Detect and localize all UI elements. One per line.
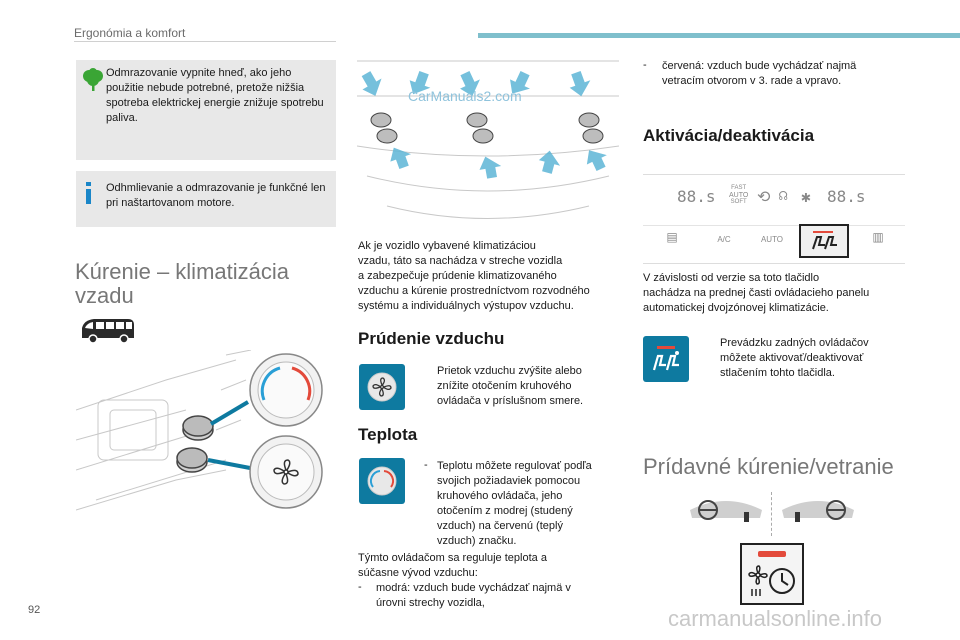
additional-heating-button[interactable] xyxy=(740,543,804,605)
watermark-inline: CarManuals2.com xyxy=(408,88,522,104)
activation-text: V závislosti od verzie sa toto tlačidlo … xyxy=(643,272,870,314)
front-defrost-button[interactable]: ▤ xyxy=(666,230,678,244)
eco-tree-icon xyxy=(83,68,103,91)
temperature-knob-icon xyxy=(367,466,397,496)
temperature-text: Teplotu môžete regulovať podľa svojich p… xyxy=(437,460,592,547)
fan-icon xyxy=(273,459,299,485)
section-header: Ergonómia a komfort xyxy=(74,26,186,40)
red-dash: - xyxy=(643,59,647,71)
recirculation-icon: ⟲ xyxy=(757,187,771,206)
van-icon xyxy=(82,319,134,344)
page-number: 92 xyxy=(28,604,41,616)
eco-note-text: Odmrazovanie vypnite hneď, ako jeho použ… xyxy=(106,67,324,124)
rear-heating-title: Kúrenie – klimatizácia vzadu xyxy=(75,259,289,308)
fan-knob-icon xyxy=(367,372,397,402)
heater-timer-icon xyxy=(748,565,795,596)
right-temp-display: 88.s xyxy=(827,187,866,206)
airflow-knob-small xyxy=(176,447,208,473)
panel-display-row: 88.s FAST AUTO SOFT ⟲ ☊ ✱ 88.s xyxy=(643,185,905,209)
temperature-tile xyxy=(359,458,405,504)
header-bar xyxy=(478,33,960,38)
right-hand-drive-icon xyxy=(782,500,854,522)
rear-seat-fan-icon xyxy=(812,231,837,250)
airflow-text: Prietok vzduchu zvýšite alebo znížite ot… xyxy=(437,365,584,407)
fan-speed-icon: ✱ xyxy=(801,187,811,206)
left-temp-display: 88.s xyxy=(677,187,716,206)
drive-divider xyxy=(771,492,772,536)
rear-ac-button[interactable] xyxy=(799,224,849,258)
extra-heating-title: Prídavné kúrenie/vetranie xyxy=(643,454,894,479)
roof-vent-group-left xyxy=(370,112,398,144)
ac-button[interactable]: A/C xyxy=(717,235,731,244)
info-note-text: Odhmlievanie a odmrazovanie je funkčné l… xyxy=(106,182,326,209)
footer-watermark: carmanualsonline.info xyxy=(668,606,883,631)
left-hand-drive-icon xyxy=(690,500,762,522)
roof-vent-group-right xyxy=(578,112,604,144)
temperature-knob-small xyxy=(182,415,214,441)
mode-labels: FAST AUTO SOFT xyxy=(729,185,749,205)
header-divider xyxy=(74,41,336,42)
temperature-paragraph: Týmto ovládačom sa reguluje teplota a sú… xyxy=(358,552,547,579)
rear-seat-fan-icon xyxy=(652,346,679,371)
panel-button-row: ▤ A/C AUTO ▥ xyxy=(643,224,905,258)
auto-button[interactable]: AUTO xyxy=(760,235,784,244)
eco-note: Odmrazovanie vypnite hneď, ako jeho použ… xyxy=(76,60,336,160)
info-note: Odhmlievanie a odmrazovanie je funkčné l… xyxy=(76,171,336,227)
temperature-dash: - xyxy=(424,459,428,471)
heating-indicator-led xyxy=(758,551,786,557)
intro-text: Ak je vozidlo vybavené klimatizáciou vza… xyxy=(358,240,590,312)
rear-controls-illustration xyxy=(76,350,323,511)
info-icon xyxy=(86,182,91,204)
activation-title: Aktivácia/deaktivácia xyxy=(643,126,815,145)
roof-vents-illustration xyxy=(357,60,619,219)
airflow-arrows xyxy=(361,71,607,179)
blue-dash: - xyxy=(358,581,362,593)
temperature-title: Teplota xyxy=(358,425,418,444)
rear-defrost-button[interactable]: ▥ xyxy=(872,230,884,244)
temperature-dial-large xyxy=(249,353,323,427)
airflow-mode-icon: ☊ xyxy=(779,188,788,204)
roof-vent-group-middle xyxy=(466,112,494,144)
activation-bullet-text: Prevádzku zadných ovládačov môžete aktiv… xyxy=(720,337,869,379)
blue-mode-text: modrá: vzduch bude vychádzať najmä v úro… xyxy=(376,582,571,609)
rear-control-tile xyxy=(643,336,689,382)
airflow-dial-large xyxy=(249,435,323,509)
airflow-title: Prúdenie vzduchu xyxy=(358,329,505,348)
red-mode-text: červená: vzduch bude vychádzať najmä vet… xyxy=(662,60,857,87)
front-ac-panel: 88.s FAST AUTO SOFT ⟲ ☊ ✱ 88.s ▤ A/C AUT… xyxy=(643,174,905,264)
airflow-tile xyxy=(359,364,405,410)
